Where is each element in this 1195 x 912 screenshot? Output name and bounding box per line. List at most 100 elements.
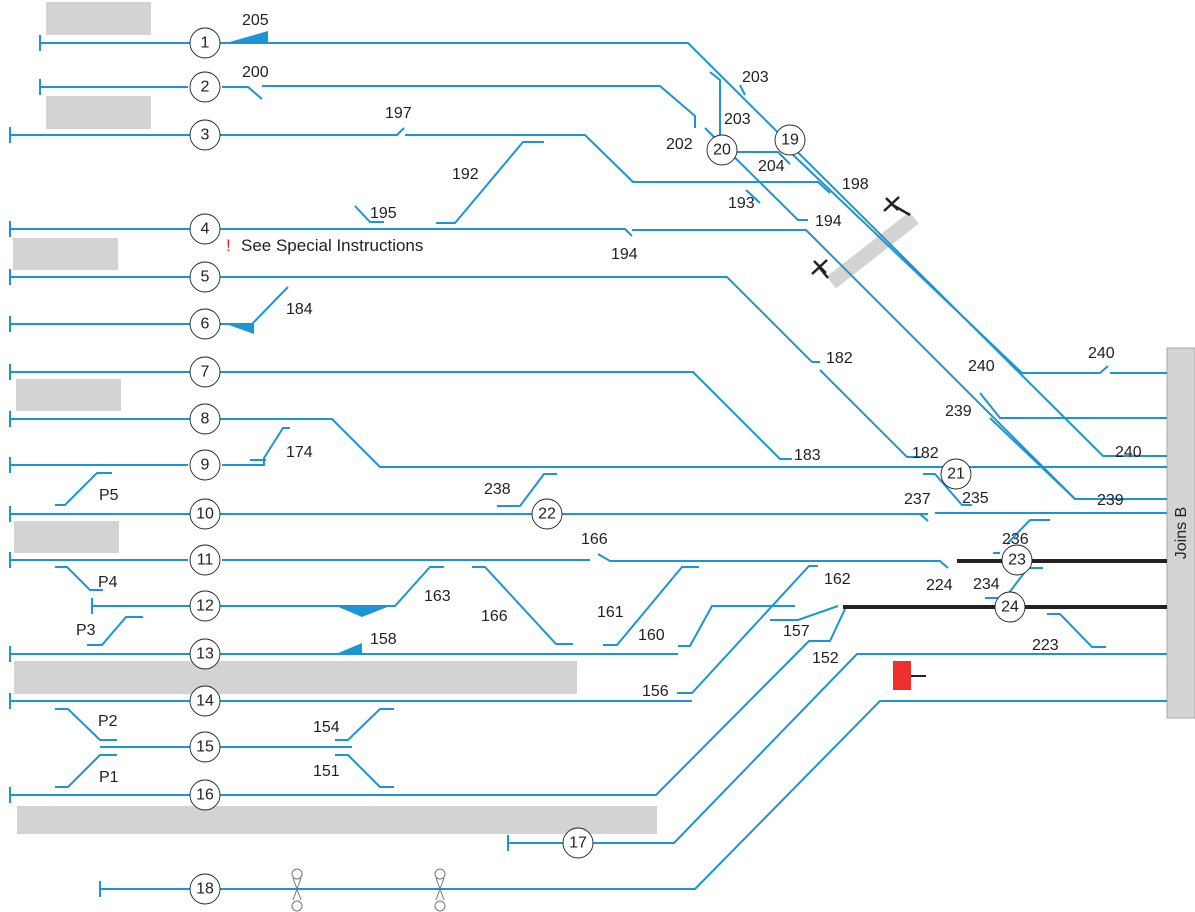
road-marker-4[interactable]: 4 (189, 213, 221, 245)
point-label: 174 (286, 444, 313, 461)
road-number: 9 (201, 457, 210, 474)
point-label: 183 (794, 447, 821, 464)
direction-wedge (336, 606, 390, 617)
track-crossover-192 (436, 141, 544, 224)
road-circles: 1 2 3 4 5 6 7 8 9 10 11 12 13 14 15 16 1… (189, 27, 1033, 905)
point-label: 154 (313, 719, 340, 736)
road-number: 22 (538, 506, 556, 523)
road-marker-16[interactable]: 16 (189, 779, 221, 811)
road-marker-23[interactable]: 23 (1001, 544, 1033, 576)
point-label: 182 (912, 445, 939, 462)
point-label: 238 (484, 481, 511, 498)
road-number: 23 (1008, 552, 1026, 569)
point-label: 240 (968, 358, 995, 375)
track-236 (1006, 519, 1050, 545)
track-166-upper (597, 553, 949, 569)
road-marker-1[interactable]: 1 (189, 27, 221, 59)
track-166-lower (472, 566, 573, 645)
point-label: 163 (424, 588, 451, 605)
special-instructions-note[interactable]: See Special Instructions (241, 236, 423, 255)
platform-block (46, 2, 151, 35)
road-marker-13[interactable]: 13 (189, 638, 221, 670)
point-label: 234 (973, 576, 1000, 593)
track-road-2-main (262, 85, 696, 128)
road-number: 20 (713, 142, 731, 159)
road-number: 19 (781, 132, 799, 149)
hourglass-icon (291, 868, 303, 912)
point-label: 240 (1088, 345, 1115, 362)
point-label: 152 (812, 650, 839, 667)
track-road-3-east (405, 134, 831, 194)
road-marker-15[interactable]: 15 (189, 731, 221, 763)
point-label: 240 (1115, 444, 1142, 461)
track-road-8 (10, 418, 1167, 468)
road-marker-8[interactable]: 8 (189, 403, 221, 435)
platform-block (14, 521, 119, 553)
point-label: 205 (242, 12, 269, 29)
point-label: P2 (98, 713, 118, 730)
crossing-icons (291, 868, 446, 912)
road-marker-3[interactable]: 3 (189, 119, 221, 151)
road-marker-5[interactable]: 5 (189, 261, 221, 293)
track-road-7 (10, 371, 792, 460)
track-157 (770, 605, 839, 621)
road-marker-24[interactable]: 24 (994, 591, 1026, 623)
road-marker-9[interactable]: 9 (189, 449, 221, 481)
road-marker-11[interactable]: 11 (189, 544, 221, 576)
track-235 (923, 473, 972, 506)
point-label: 239 (1097, 492, 1124, 509)
point-label: 157 (783, 623, 810, 640)
point-label: 203 (742, 69, 769, 86)
point-label: 166 (481, 608, 508, 625)
point-label: 195 (370, 205, 397, 222)
track-193 (745, 189, 761, 204)
track-203b (739, 84, 746, 96)
point-label: P4 (98, 574, 118, 591)
track-160 (678, 605, 795, 647)
road-number: 4 (201, 221, 210, 238)
road-marker-20[interactable]: 20 (706, 134, 738, 166)
platform-block (46, 96, 151, 129)
road-number: 6 (201, 316, 210, 333)
platforms (13, 2, 1195, 834)
road-marker-22[interactable]: 22 (531, 498, 563, 530)
road-number: 2 (201, 79, 210, 96)
point-label: 162 (824, 571, 851, 588)
point-label: 192 (452, 166, 479, 183)
track-174 (222, 427, 290, 466)
road-number: 24 (1001, 599, 1019, 616)
track-151 (335, 754, 394, 788)
direction-wedge (226, 324, 254, 334)
road-marker-7[interactable]: 7 (189, 356, 221, 388)
joins-b-box (1166, 347, 1195, 719)
road-number: 13 (196, 646, 214, 663)
road-number: 14 (196, 693, 214, 710)
road-marker-14[interactable]: 14 (189, 685, 221, 717)
point-label: 223 (1032, 637, 1059, 654)
track-156-162 (677, 565, 818, 694)
point-label: 182 (826, 350, 853, 367)
road-marker-2[interactable]: 2 (189, 71, 221, 103)
road-number: 10 (196, 506, 214, 523)
point-label: P1 (99, 769, 119, 786)
point-label: 151 (313, 763, 340, 780)
track-P1 (55, 754, 117, 788)
road-marker-12[interactable]: 12 (189, 590, 221, 622)
road-marker-6[interactable]: 6 (189, 308, 221, 340)
road-marker-18[interactable]: 18 (189, 873, 221, 905)
gate-x-icon (883, 196, 911, 217)
road-marker-21[interactable]: 21 (940, 458, 972, 490)
point-label: 198 (842, 176, 869, 193)
road-marker-19[interactable]: 19 (774, 124, 806, 156)
point-label: 235 (962, 490, 989, 507)
point-label: 197 (385, 105, 412, 122)
track-road-5 (10, 276, 820, 363)
road-number: 15 (196, 739, 214, 756)
road-marker-10[interactable]: 10 (189, 498, 221, 530)
platform-block (16, 379, 121, 411)
road-number: 11 (197, 552, 214, 569)
road-marker-17[interactable]: 17 (562, 827, 594, 859)
track-239-b (989, 417, 1076, 500)
hourglass-icon (434, 868, 446, 912)
point-label: 158 (370, 631, 397, 648)
